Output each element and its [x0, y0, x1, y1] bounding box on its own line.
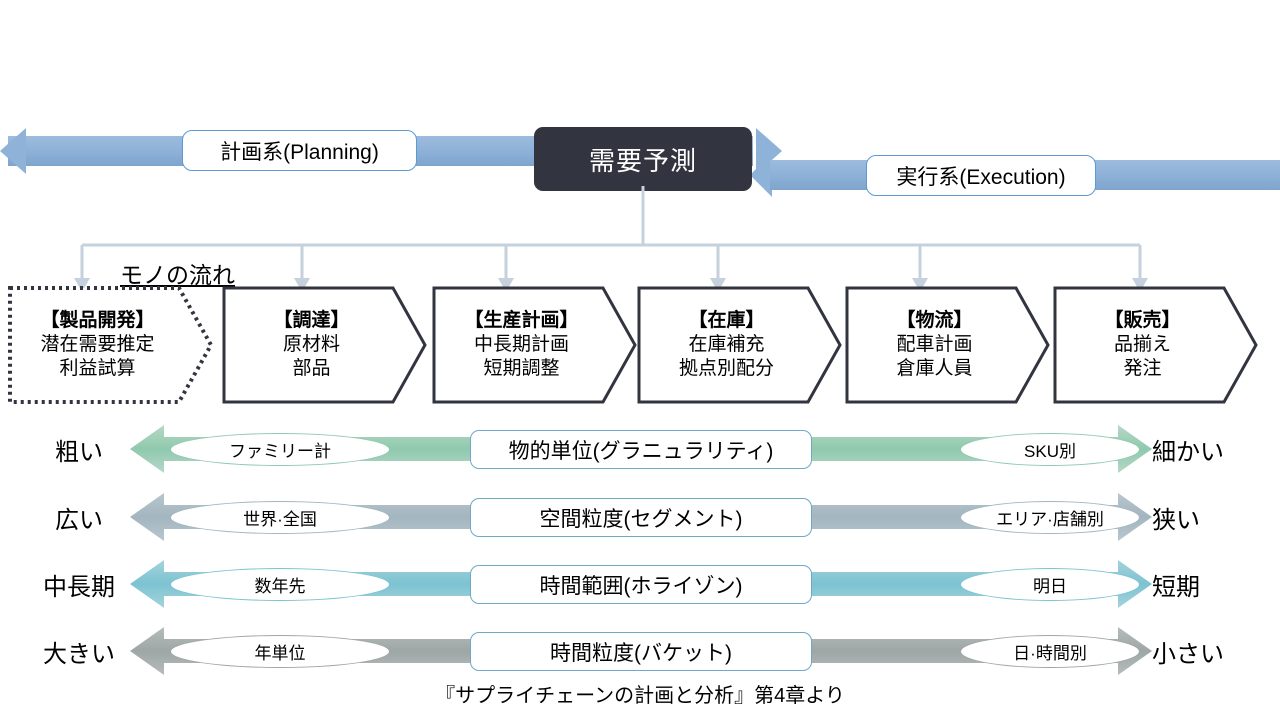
- scale-center-label: 時間範囲(ホライゾン): [470, 565, 812, 604]
- process-stage-line: 拠点別配分: [678, 358, 774, 380]
- scale-left-cap: 粗い: [55, 438, 103, 466]
- process-stage: 【販売】品揃え発注: [1053, 286, 1258, 404]
- scale-row: 中長期 短期 数年先 明日 時間範囲(ホライゾン): [0, 556, 1280, 612]
- process-stage-heading: 【製品開発】: [40, 309, 155, 331]
- process-stage-shape: [845, 286, 1050, 404]
- process-stage-text: 【販売】品揃え発注: [1104, 309, 1180, 382]
- scale-right-bubble: SKU別: [960, 433, 1140, 466]
- scale-right-cap: 狭い: [1152, 506, 1200, 534]
- process-stage-line: 部品: [292, 358, 331, 380]
- flow-note: モノの流れ: [120, 262, 235, 288]
- scale-right-bubble: 日·時間別: [960, 635, 1140, 668]
- scale-row: 粗い 細かい ファミリー計 SKU別 物的単位(グラニュラリティ): [0, 421, 1280, 477]
- process-stage-heading: 【在庫】: [688, 309, 765, 331]
- source-caption: 『サプライチェーンの計画と分析』第4章より: [435, 685, 845, 707]
- process-stage-line: 配車計画: [896, 333, 973, 355]
- process-stage-text: 【在庫】在庫補充拠点別配分: [679, 309, 774, 382]
- process-stage-heading: 【調達】: [273, 309, 350, 331]
- scale-left-cap: 中長期: [43, 573, 115, 601]
- process-stage-line: 潜在需要推定: [40, 333, 155, 355]
- process-stage-heading: 【販売】: [1104, 309, 1181, 331]
- planning-band-arrowhead: [0, 128, 26, 174]
- process-stage-text: 【調達】原材料部品: [273, 309, 349, 382]
- process-stage-shape: [8, 286, 213, 404]
- process-stage-shape: [432, 286, 637, 404]
- planning-band-right-arrowhead: [756, 128, 782, 174]
- scale-right-cap: 細かい: [1152, 438, 1224, 466]
- process-stage: 【調達】原材料部品: [222, 286, 427, 404]
- process-stage-shape: [222, 286, 427, 404]
- process-stage-line: 短期調整: [483, 358, 560, 380]
- scale-right-bubble: 明日: [960, 568, 1140, 601]
- process-stage-text: 【物流】配車計画倉庫人員: [896, 309, 972, 382]
- scale-right-cap: 短期: [1152, 573, 1200, 601]
- planning-label: 計画系(Planning): [182, 130, 417, 171]
- scale-center-label: 物的単位(グラニュラリティ): [470, 430, 812, 469]
- scale-row: 大きい 小さい 年単位 日·時間別 時間粒度(バケット): [0, 623, 1280, 679]
- process-stage-line: 在庫補充: [688, 333, 765, 355]
- process-stage-line: 倉庫人員: [896, 358, 973, 380]
- process-stage-line: 品揃え: [1113, 333, 1171, 355]
- execution-label: 実行系(Execution): [866, 155, 1096, 196]
- process-stage-line: 中長期計画: [473, 333, 569, 355]
- process-stage-line: 発注: [1123, 358, 1162, 380]
- process-stage: 【製品開発】潜在需要推定利益試算: [8, 286, 213, 404]
- process-stage-line: 利益試算: [59, 358, 136, 380]
- process-stage-heading: 【物流】: [896, 309, 973, 331]
- scale-left-bubble: 世界·全国: [170, 501, 390, 534]
- connector-tree: [74, 186, 1148, 292]
- scale-right-bubble: エリア·店舗別: [960, 501, 1140, 534]
- scale-left-cap: 広い: [55, 506, 103, 534]
- process-stage-shape: [1053, 286, 1258, 404]
- process-stage-shape: [637, 286, 842, 404]
- scale-right-cap: 小さい: [1152, 640, 1224, 668]
- scale-left-cap: 大きい: [43, 640, 115, 668]
- scale-left-bubble: 年単位: [170, 635, 390, 668]
- scale-left-bubble: ファミリー計: [170, 433, 390, 466]
- process-stage-text: 【製品開発】潜在需要推定利益試算: [40, 309, 154, 382]
- scale-left-bubble: 数年先: [170, 568, 390, 601]
- process-stage: 【物流】配車計画倉庫人員: [845, 286, 1050, 404]
- execution-label-text: 実行系(Execution): [896, 165, 1066, 189]
- process-stage-heading: 【生産計画】: [464, 309, 579, 331]
- planning-label-text: 計画系(Planning): [220, 140, 379, 164]
- process-stage: 【生産計画】中長期計画短期調整: [432, 286, 637, 404]
- scale-row: 広い 狭い 世界·全国 エリア·店舗別 空間粒度(セグメント): [0, 489, 1280, 545]
- process-stage: 【在庫】在庫補充拠点別配分: [637, 286, 842, 404]
- demand-forecast-box: 需要予測: [534, 127, 752, 191]
- process-stage-text: 【生産計画】中長期計画短期調整: [464, 309, 578, 382]
- process-stage-row: 【製品開発】潜在需要推定利益試算 【調達】原材料部品 【生産計画】中長期計画短期調整…: [0, 286, 1280, 406]
- demand-forecast-label: 需要予測: [588, 145, 697, 176]
- scale-center-label: 空間粒度(セグメント): [470, 498, 812, 537]
- process-stage-line: 原材料: [282, 333, 340, 355]
- scale-center-label: 時間粒度(バケット): [470, 632, 812, 671]
